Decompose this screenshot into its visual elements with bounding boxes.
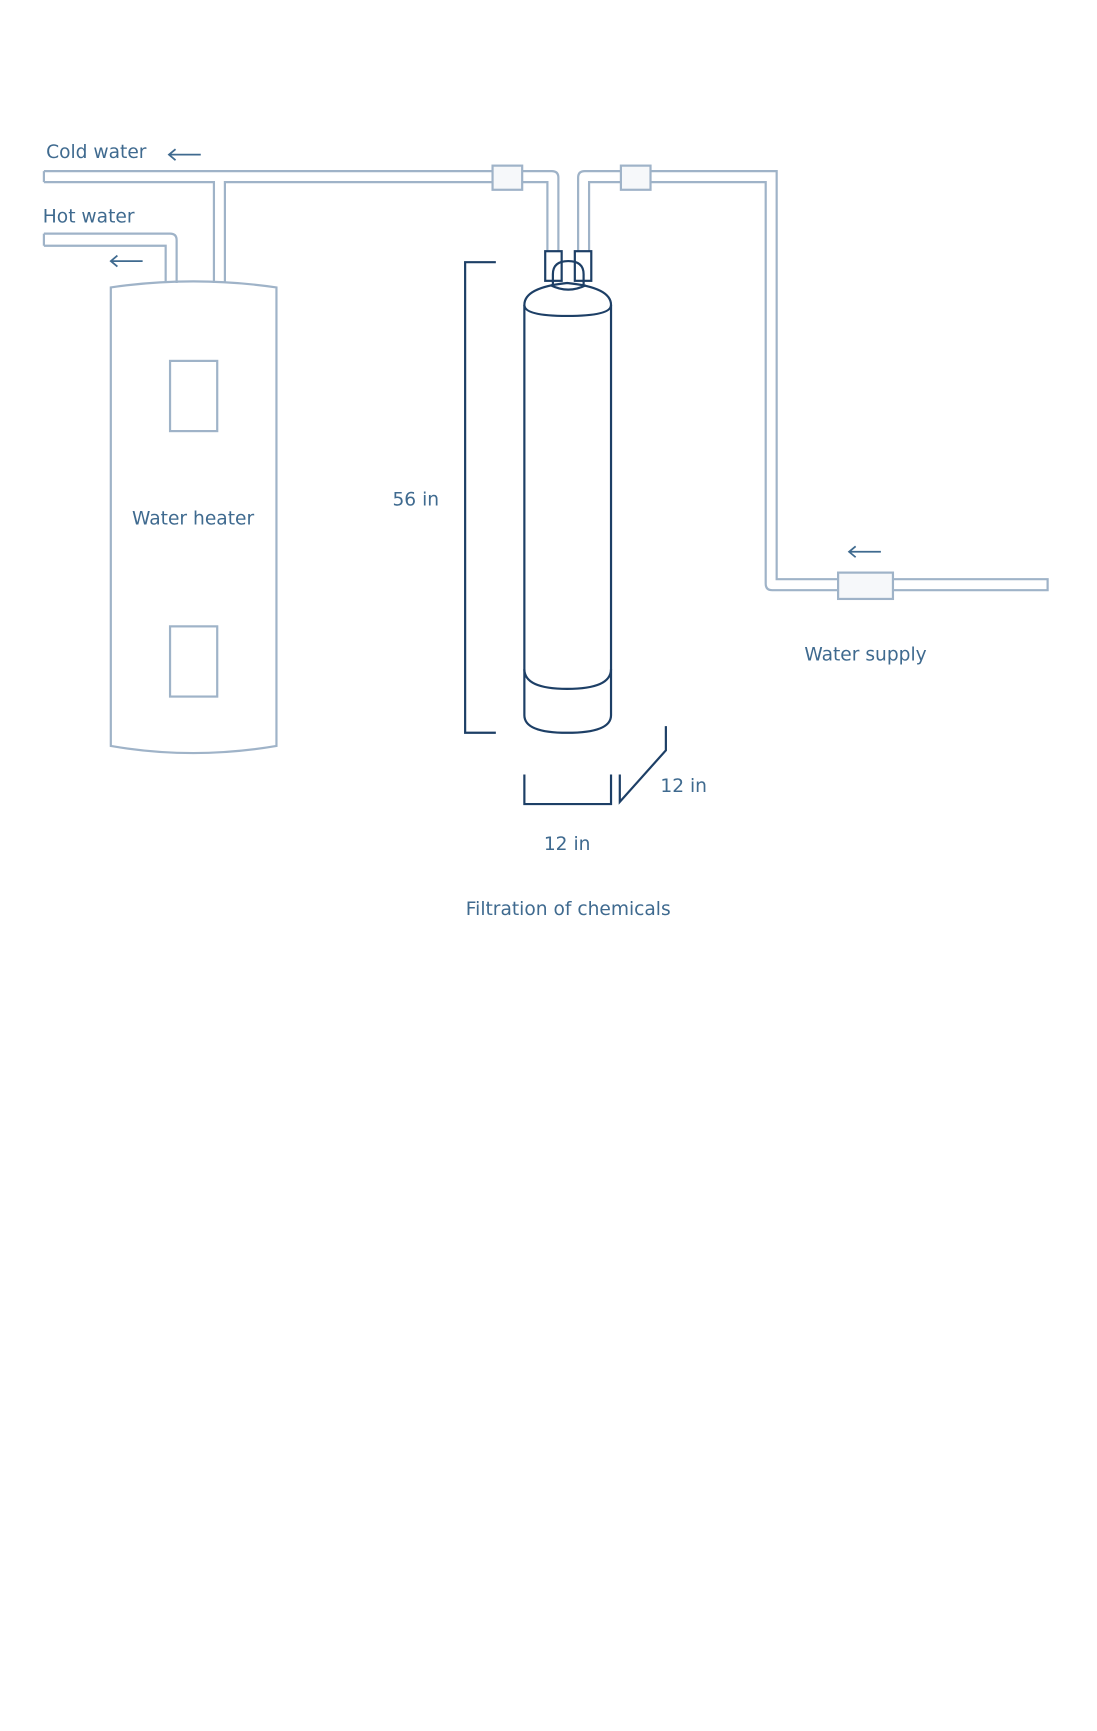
height-bracket	[464, 261, 496, 734]
width-bracket	[523, 774, 613, 806]
cold-water-fitting	[491, 164, 524, 191]
supply-valve	[837, 571, 895, 601]
heater-upper-panel	[168, 359, 219, 433]
cold-water-label: Cold water	[46, 142, 147, 163]
water-supply-label: Water supply	[804, 644, 926, 665]
diagram-caption: Filtration of chemicals	[466, 899, 671, 920]
height-label: 56 in	[392, 490, 439, 511]
hot-water-label: Hot water	[43, 207, 135, 228]
water-heater-label: Water heater	[132, 508, 254, 529]
hot-water-arrow-icon	[109, 254, 143, 268]
hot-water-pipe	[42, 232, 178, 284]
cold-water-arrow-icon	[167, 148, 201, 161]
depth-label: 12 in	[660, 776, 707, 797]
supply-fitting-top	[619, 164, 652, 191]
water-heater	[109, 280, 278, 755]
water-supply-pipe	[577, 164, 1049, 601]
depth-bracket	[618, 726, 667, 805]
heater-lower-panel	[168, 625, 219, 698]
filter-tank	[523, 250, 613, 734]
width-label: 12 in	[544, 834, 591, 855]
cold-water-pipe	[42, 164, 560, 284]
water-supply-arrow-icon	[847, 545, 881, 558]
